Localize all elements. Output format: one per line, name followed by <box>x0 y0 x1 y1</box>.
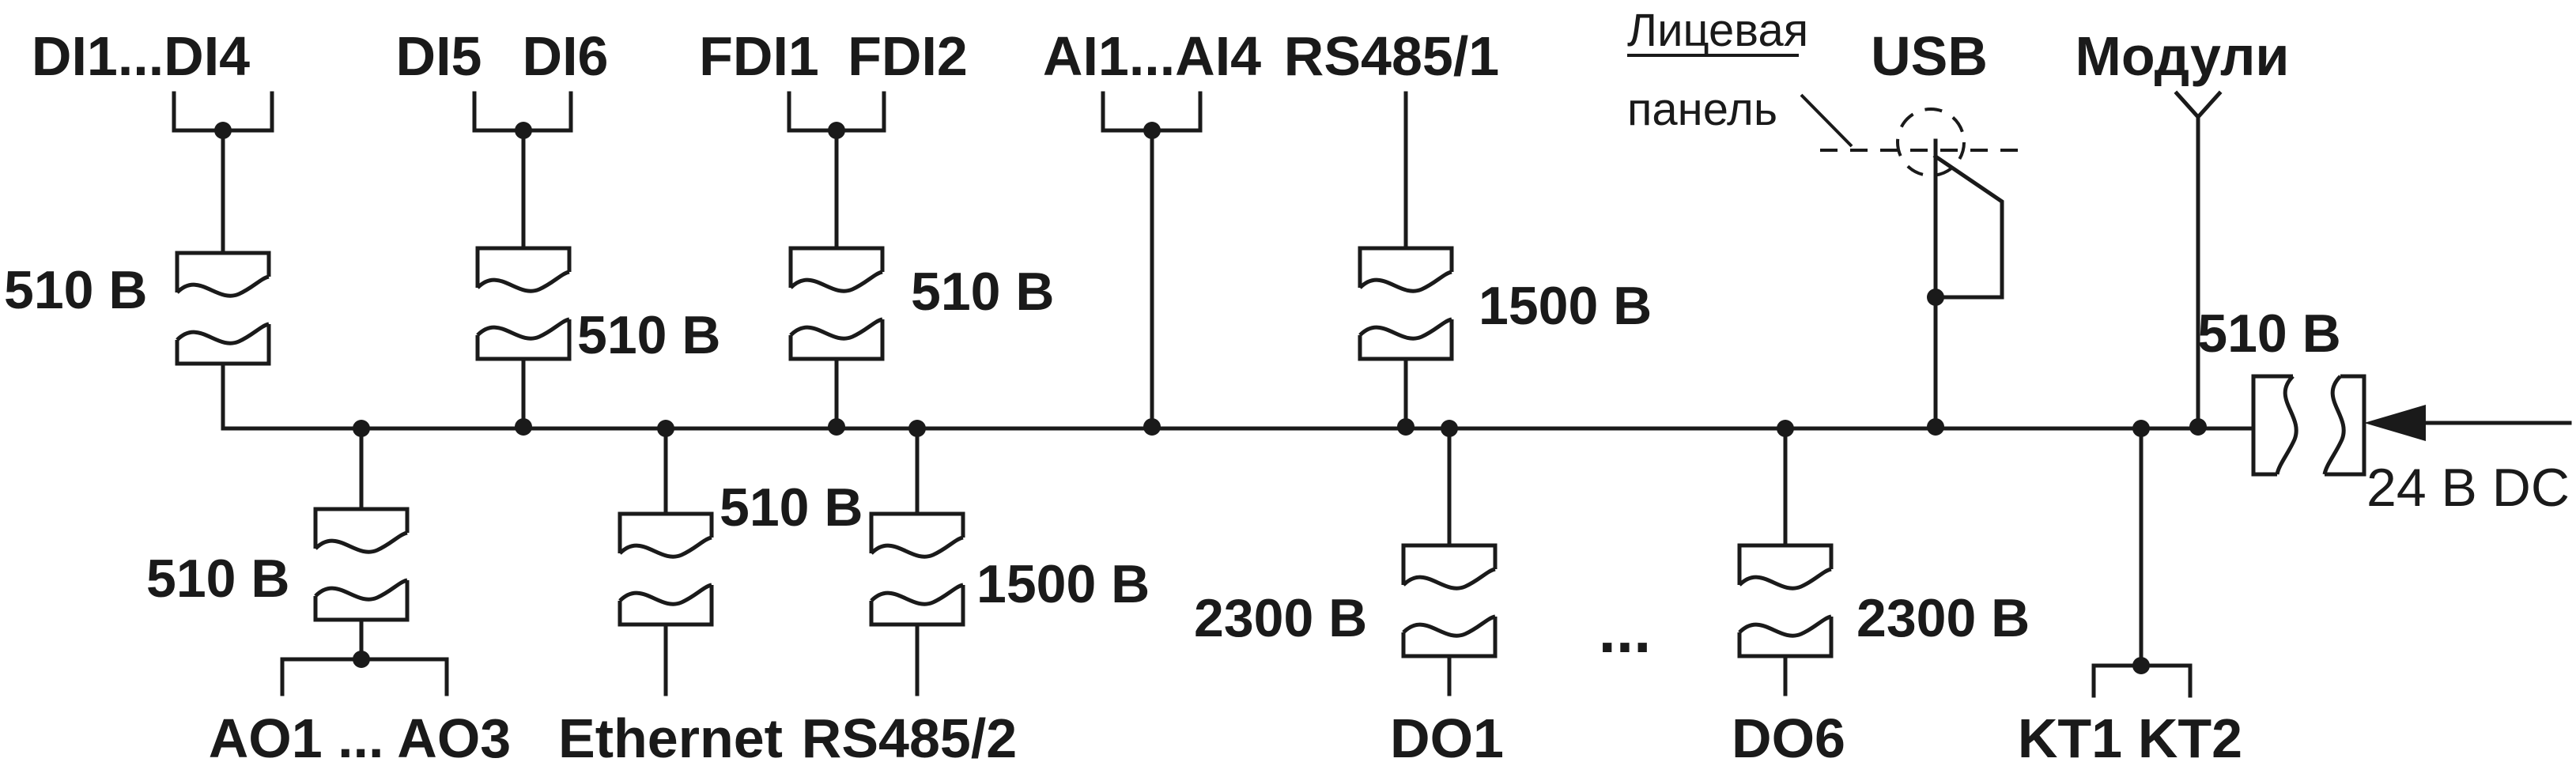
label-di1-di4: DI1...DI4 <box>32 25 250 87</box>
voltage-fdi: 510 В <box>911 262 1054 322</box>
isolation-barrier-ao <box>315 509 407 620</box>
voltage-di1-di4: 510 В <box>4 260 147 320</box>
isolation-barrier-ethernet <box>620 514 712 624</box>
isolation-barrier-fdi <box>791 248 882 359</box>
label-di6: DI6 <box>523 25 609 87</box>
label-kt2: KT2 <box>2138 707 2242 769</box>
label-do1: DO1 <box>1390 707 1504 769</box>
label-rs485-2: RS485/2 <box>802 707 1017 769</box>
label-kt1: KT1 <box>2018 707 2122 769</box>
power-isolation: 510 В 24 В DC <box>2197 304 2570 518</box>
voltage-rs485-2: 1500 В <box>976 554 1150 614</box>
label-fdi2: FDI2 <box>848 25 968 87</box>
branch-usb: USB Лицевая панель <box>1627 5 2024 436</box>
branch-fdi: FDI1 FDI2 510 В <box>699 25 1054 436</box>
label-ao1-ao3: AO1 ... AO3 <box>209 707 512 769</box>
isolation-barrier-rs485-1 <box>1360 248 1452 359</box>
isolation-barrier-di1-di4 <box>177 253 269 364</box>
label-ethernet: Ethernet <box>558 707 783 769</box>
branch-di5-di6: DI5 DI6 510 В <box>396 25 720 436</box>
label-front-panel-line2: панель <box>1627 84 1777 135</box>
label-power-input: 24 В DC <box>2366 458 2570 518</box>
branch-di1-di4: DI1...DI4 510 В <box>4 25 274 431</box>
branch-do6: DO6 2300 В <box>1732 420 2030 769</box>
label-do6: DO6 <box>1732 707 1845 769</box>
branch-ethernet: Ethernet 510 В <box>558 420 863 769</box>
branch-rs485-1: RS485/1 1500 В <box>1284 25 1652 436</box>
voltage-rs485-1: 1500 В <box>1479 276 1652 336</box>
isolation-barrier-rs485-2 <box>871 514 963 624</box>
label-modules: Модули <box>2076 25 2290 87</box>
branch-rs485-2: RS485/2 1500 В <box>802 420 1150 769</box>
usb-connector-outline <box>1896 108 1966 177</box>
label-fdi1: FDI1 <box>699 25 819 87</box>
branch-ao1-ao3: AO1 ... AO3 510 В <box>146 420 511 769</box>
isolation-barrier-power <box>2253 376 2364 474</box>
voltage-do6: 2300 В <box>1856 588 2030 648</box>
branch-do1: DO1 2300 В <box>1194 420 1504 769</box>
label-di5: DI5 <box>396 25 482 87</box>
voltage-power: 510 В <box>2197 304 2340 364</box>
power-input-arrow <box>2364 405 2426 441</box>
branch-ai1-ai4: AI1...AI4 <box>1043 25 1261 436</box>
outputs-ellipsis: ... <box>1599 595 1652 666</box>
label-usb: USB <box>1871 25 1988 87</box>
branch-kt1-kt2: KT1 KT2 <box>2018 420 2242 769</box>
voltage-di5-di6: 510 В <box>577 305 720 365</box>
label-ai1-ai4: AI1...AI4 <box>1043 25 1261 87</box>
isolation-barrier-do1 <box>1403 545 1495 656</box>
voltage-do1: 2300 В <box>1194 588 1367 648</box>
isolation-barrier-di5-di6 <box>478 248 569 359</box>
voltage-ao: 510 В <box>146 549 289 609</box>
isolation-barrier-do6 <box>1739 545 1831 656</box>
label-front-panel-line1: Лицевая <box>1627 5 1808 56</box>
label-rs485-1: RS485/1 <box>1284 25 1499 87</box>
branch-modules: Модули <box>2076 25 2290 436</box>
voltage-ethernet: 510 В <box>720 477 863 538</box>
